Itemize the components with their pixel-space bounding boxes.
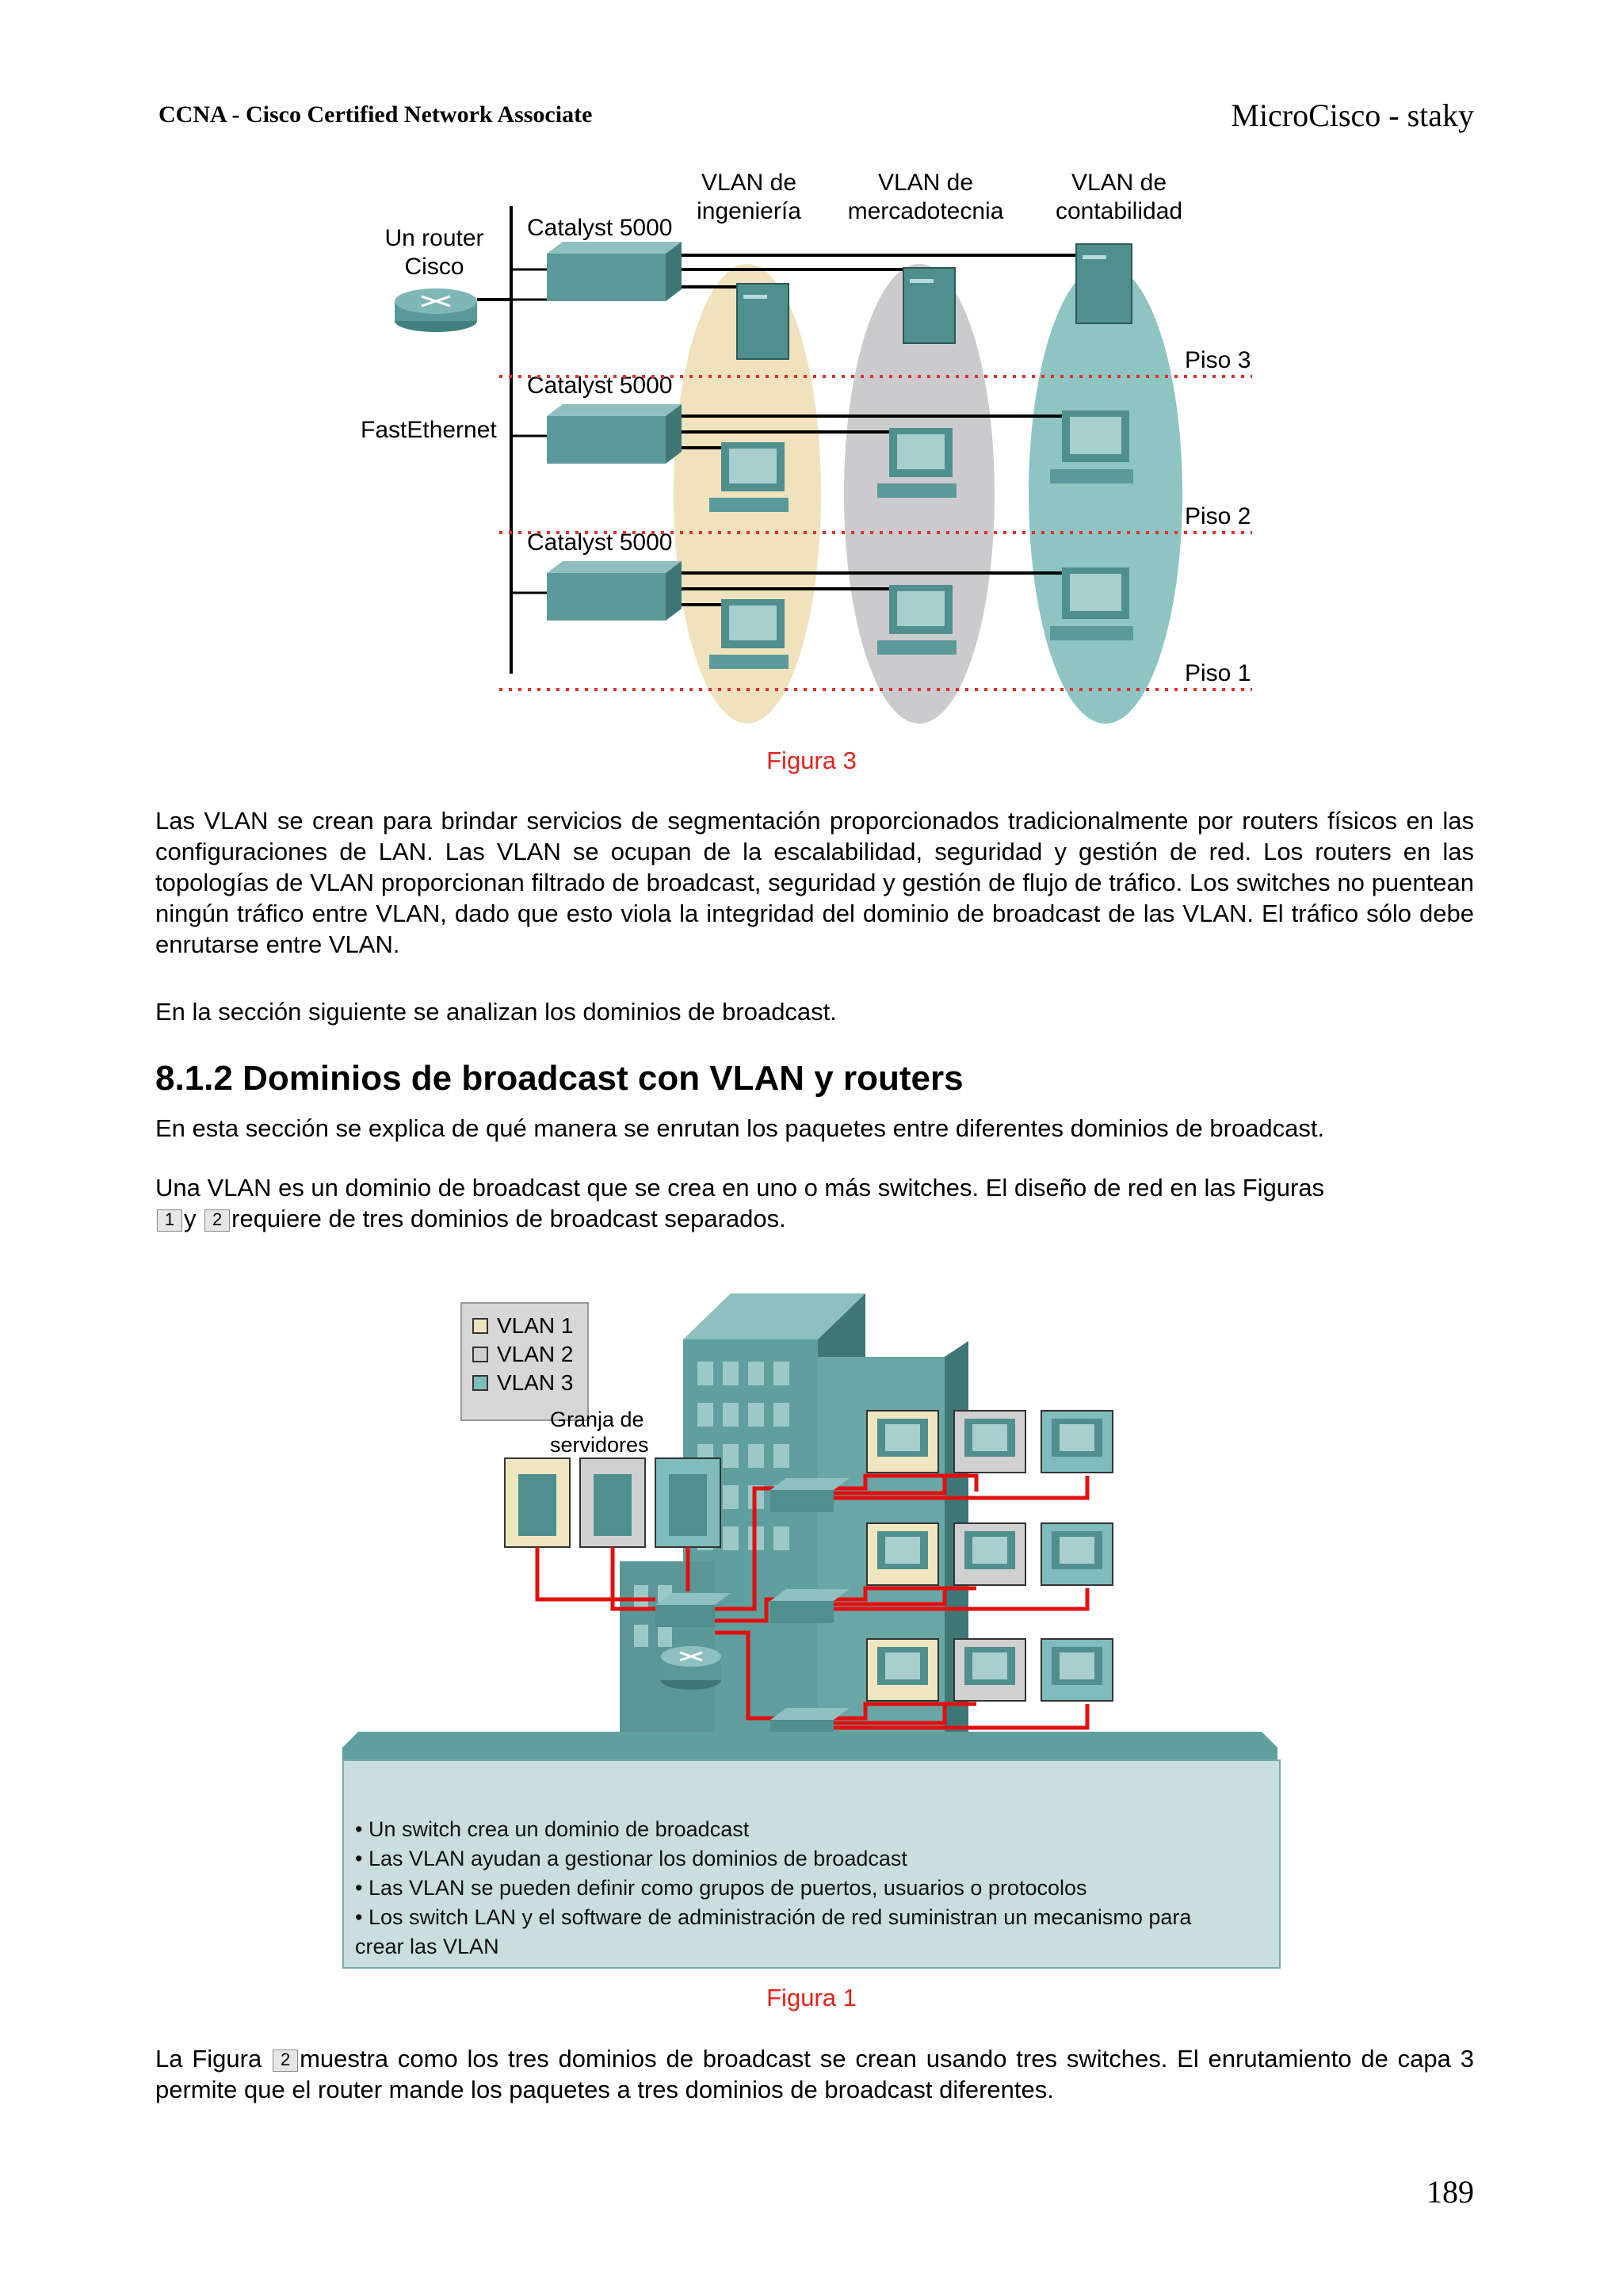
figure-2-link[interactable]: 2 [204,1209,231,1232]
server-icon-contabilidad [1075,243,1132,324]
section-heading: 8.1.2 Dominios de broadcast con VLAN y r… [155,1059,964,1098]
workstation-vlan-2-row-1 [953,1410,1026,1473]
workstation-vlan-1-row-2 [866,1522,939,1586]
vlan-label-1-line1: VLAN de [701,170,796,196]
server-farm-label-line1: Granja de [550,1408,644,1431]
para4-text-y: y [184,1205,197,1232]
floor-label-2: Piso 2 [1185,503,1251,529]
workstation-vlan-1-row-3 [866,1638,939,1702]
page-number: 189 [1426,2174,1474,2210]
workstation-icon-ing-1 [709,599,789,669]
switch-icon-core [655,1593,731,1627]
figure-3-diagram: VLAN de ingeniería VLAN de mercadotecnia… [361,170,1252,724]
para5-text-b: muestra como los tres dominios de broadc… [155,2045,1474,2103]
legend-swatch-vlan-1 [472,1318,488,1334]
para5-text-a: La Figura [155,2045,262,2073]
router-label-line1: Un router [384,225,483,251]
router-label-line2: Cisco [404,254,464,280]
server-farm-label-line2: servidores [550,1433,649,1457]
switch-row-3: Catalyst 5000 [511,215,1094,301]
paragraph-vlan-domain: Una VLAN es un dominio de broadcast que … [155,1172,1474,1234]
para4-text-b: requiere de tres dominios de broadcast s… [231,1205,786,1232]
workstation-icon-mer-1 [877,585,957,655]
bullet-1: • Un switch crea un dominio de broadcast [355,1817,750,1841]
legend-label-vlan-1: VLAN 1 [497,1313,574,1338]
legend-swatch-vlan-3 [472,1375,488,1391]
bullet-4: • Los switch LAN y el software de admini… [355,1905,1192,1929]
server-icon-mercadotecnia [903,267,956,344]
floor-label-1: Piso 1 [1185,660,1251,686]
workstation-icon-con-1 [1050,567,1133,640]
switch-icon-top [770,1478,850,1512]
backbone-label: FastEthernet [361,417,497,443]
paragraph-section-intro: En esta sección se explica de qué manera… [155,1114,1325,1142]
workstation-vlan-1-row-1 [866,1410,939,1473]
figure-1-diagram: VLAN 1 VLAN 2 VLAN 3 Granja de servidore… [342,1293,1277,1759]
vlan-label-2-line1: VLAN de [878,170,973,196]
vlan-label-2-line2: mercadotecnia [848,198,1004,224]
figure-3-caption: Figura 3 [766,747,857,774]
legend-label-vlan-2: VLAN 2 [497,1342,574,1366]
workstation-icon-con-2 [1050,411,1133,483]
vlan-label-3-line1: VLAN de [1071,170,1167,196]
switch-icon-middle [770,1589,850,1623]
figure-1-link[interactable]: 1 [157,1209,182,1232]
server-icon-vlan-3 [655,1457,721,1548]
server-icon-ingenieria [736,283,789,360]
bullet-2: • Las VLAN ayudan a gestionar los domini… [355,1847,907,1870]
paragraph-vlan-intro: Las VLAN se crean para brindar servicios… [155,807,1474,958]
header-title: CCNA - Cisco Certified Network Associate [158,101,593,128]
vlan-label-1-line2: ingeniería [697,198,801,224]
building-tall [683,1293,865,1339]
router-icon [661,1646,721,1690]
figure-1-bullet-box [342,1759,1281,1969]
workstation-icon-mer-2 [877,428,957,498]
vlan-contabilidad-area [1029,264,1182,724]
legend-label-vlan-3: VLAN 3 [497,1370,574,1395]
paragraph-next-section: En la sección siguiente se analizan los … [155,998,837,1026]
switch-label-1: Catalyst 5000 [527,529,672,556]
router-icon [395,288,477,332]
workstation-vlan-2-row-2 [953,1522,1026,1586]
para4-text-a: Una VLAN es un dominio de broadcast que … [155,1174,1325,1201]
switch-label-2: Catalyst 5000 [527,372,672,399]
figure-1-band [342,1732,1277,1759]
workstation-vlan-3-row-3 [1041,1638,1113,1702]
workstation-vlan-3-row-1 [1041,1410,1113,1473]
figure-1-caption: Figura 1 [766,1984,857,2011]
floor-label-3: Piso 3 [1185,347,1251,373]
legend-swatch-vlan-2 [472,1347,488,1362]
header-author: MicroCisco - staky [1231,97,1474,133]
workstation-icon-ing-2 [709,442,789,512]
vlan-label-3-line2: contabilidad [1056,198,1182,224]
workstation-vlan-3-row-2 [1041,1522,1113,1586]
switch-row-2: Catalyst 5000 [511,372,1066,464]
workstation-vlan-2-row-3 [953,1638,1026,1702]
switch-label-3: Catalyst 5000 [527,215,672,241]
figure-2-link-2[interactable]: 2 [273,2049,299,2072]
bullet-4-continued: crear las VLAN [355,1935,499,1958]
server-icon-vlan-2 [579,1457,646,1548]
figure-1-bullets: • Un switch crea un dominio de broadcast… [355,1815,1258,1962]
bullet-3: • Las VLAN se pueden definir como grupos… [355,1876,1087,1900]
server-icon-vlan-1 [504,1457,571,1548]
switch-row-1: Catalyst 5000 [511,529,1066,621]
